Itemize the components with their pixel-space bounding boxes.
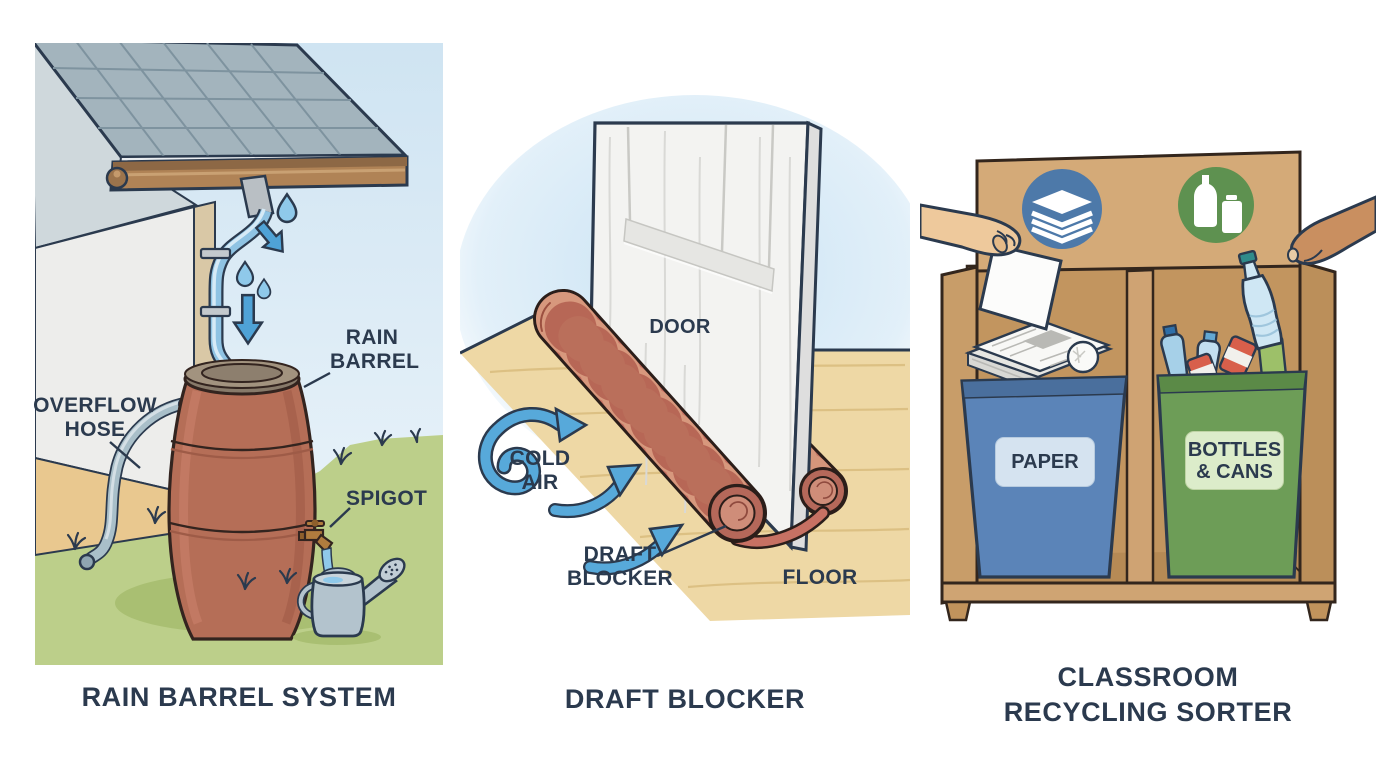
label-overflow-hose: OVERFLOW HOSE [33,394,157,441]
draft-blocker-illustration [460,95,910,621]
cold-air-arrow-middle [548,463,643,519]
crumpled-paper [1066,340,1100,374]
bottle-can-icon [1178,167,1254,243]
recycling-sorter-illustration [920,150,1376,622]
leader-overflow-hose [109,441,141,469]
rain-barrel [167,359,317,641]
plastic-bottle [1237,249,1283,351]
draft-blocker-front-tube [533,289,767,543]
label-draft-blocker: DRAFT BLOCKER [567,543,673,590]
title-draft-blocker: DRAFT BLOCKER [564,684,806,714]
flow-arrow-down [231,293,265,346]
sprinkler-rose [378,557,406,583]
bottles-cans-bin-label-text: BOTTLES & CANS [1187,438,1282,483]
label-floor: FLOOR [782,566,858,589]
sorter-leg [944,600,972,622]
sorter-bottom-rail [940,581,1337,604]
pipe-bracket [199,305,232,318]
leader-lines [109,371,351,528]
sorter-leg [1305,600,1333,622]
cold-air-spiral-arrow [477,406,589,496]
grass-tufts [66,427,422,591]
watering-can [293,557,406,645]
gutter [105,155,409,192]
door-edge-face [789,120,823,552]
rain-barrel-illustration [35,43,443,665]
leader-spigot [329,507,351,528]
paper-bin-label: PAPER [995,437,1095,487]
door-panel-bevel [623,217,775,293]
cold-air-arrow-lower [583,523,685,576]
door [589,120,823,552]
label-door: DOOR [649,316,711,338]
sorter-right-wall [1298,260,1337,602]
label-spigot: SPIGOT [346,487,428,510]
water-drops [235,192,298,300]
title-rain-barrel-system: RAIN BARREL SYSTEM [81,682,397,712]
paper-bin-label-text: PAPER [1011,451,1079,473]
leader-draft-blocker [656,524,727,558]
leader-rain-barrel [303,371,331,389]
title-classroom-recycling-sorter: CLASSROOM RECYCLING SORTER [1003,662,1293,727]
paper-stack-icon [1022,169,1102,249]
hand-dropping-paper [920,203,1063,331]
hand-dropping-bottle [1237,195,1376,351]
label-cold-air: COLD AIR [509,447,571,494]
bottles-cans-bin-label: BOTTLES & CANS [1185,431,1284,490]
pipe-bracket [199,247,232,260]
label-rain-barrel: RAIN BARREL [330,326,420,373]
back-tube-end-cap [799,467,847,515]
sorter-divider [1125,268,1155,585]
paper-sheet [978,243,1063,331]
flow-arrow-diagonal [254,219,284,254]
